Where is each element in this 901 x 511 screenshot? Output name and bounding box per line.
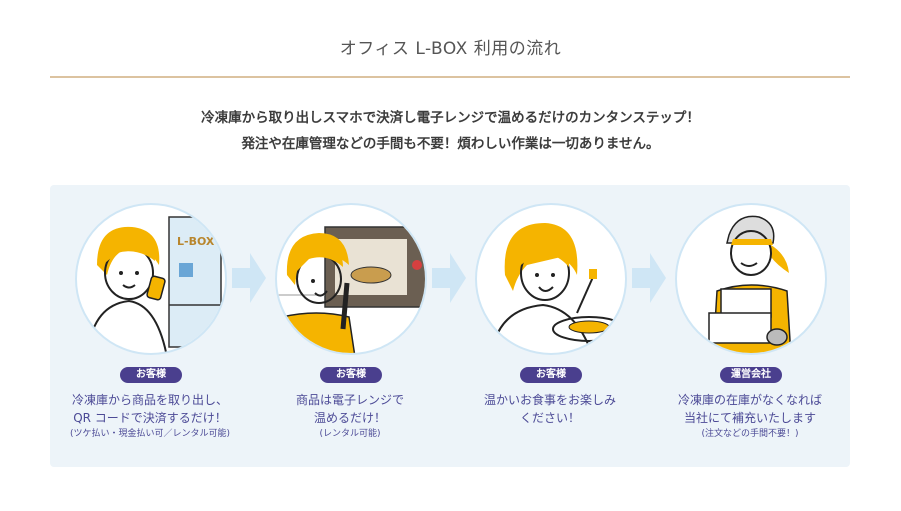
step-text-line-2: QR コードで決済するだけ！ bbox=[73, 411, 227, 425]
illustration-eating bbox=[475, 203, 627, 355]
role-badge: お客様 bbox=[120, 367, 182, 383]
flow-step-4: 運営会社 冷凍庫の在庫がなくなれば 当社にて補充いたします (注文などの手間不要… bbox=[650, 185, 850, 467]
lead-text: 冷凍庫から取り出しスマホで決済し電子レンジで温めるだけのカンタンステップ！ 発注… bbox=[0, 105, 901, 157]
step-description: 冷凍庫の在庫がなくなれば 当社にて補充いたします (注文などの手間不要！) bbox=[650, 391, 850, 441]
step-text-line-1: 冷凍庫から商品を取り出し、 bbox=[71, 393, 228, 407]
step-text-line-1: 冷凍庫の在庫がなくなれば bbox=[677, 393, 822, 407]
role-badge: お客様 bbox=[520, 367, 582, 383]
role-badge: お客様 bbox=[320, 367, 382, 383]
arrow-right-icon bbox=[432, 253, 466, 303]
flow-step-2: お客様 商品は電子レンジで 温めるだけ！ (レンタル可能) bbox=[250, 185, 450, 467]
step-description: 冷凍庫から商品を取り出し、 QR コードで決済するだけ！ (ツケ払い・現金払い可… bbox=[50, 391, 250, 441]
flow-step-1: L-BOX お客様 冷凍庫から商品を取り出し、 QR コードで決済するだけ！ (… bbox=[50, 185, 250, 467]
flow-panel: L-BOX お客様 冷凍庫から商品を取り出し、 QR コードで決済するだけ！ (… bbox=[50, 185, 850, 467]
flow-step-3: お客様 温かいお食事をお楽しみ ください！ bbox=[450, 185, 650, 467]
illustration-staff-boxes bbox=[675, 203, 827, 355]
arrow-right-icon bbox=[232, 253, 266, 303]
lead-line-2: 発注や在庫管理などの手間も不要！煩わしい作業は一切ありません。 bbox=[241, 136, 660, 152]
title-divider bbox=[50, 76, 850, 78]
page-title: オフィス L-BOX 利用の流れ bbox=[339, 39, 562, 59]
svg-text:L-BOX: L-BOX bbox=[177, 235, 215, 248]
illustration-freezer-payment: L-BOX bbox=[75, 203, 227, 355]
step-text-line-1: 温かいお食事をお楽しみ bbox=[483, 393, 616, 407]
step-note: (レンタル可能) bbox=[319, 429, 381, 439]
step-text-line-1: 商品は電子レンジで bbox=[295, 393, 404, 407]
step-description: 商品は電子レンジで 温めるだけ！ (レンタル可能) bbox=[250, 391, 450, 441]
role-badge: 運営会社 bbox=[720, 367, 782, 383]
arrow-right-icon bbox=[632, 253, 666, 303]
step-note: (注文などの手間不要！) bbox=[701, 429, 799, 439]
step-text-line-2: ください！ bbox=[519, 411, 580, 425]
lead-line-1: 冷凍庫から取り出しスマホで決済し電子レンジで温めるだけのカンタンステップ！ bbox=[201, 110, 700, 126]
step-description: 温かいお食事をお楽しみ ください！ bbox=[450, 391, 650, 427]
step-text-line-2: 当社にて補充いたします bbox=[683, 411, 816, 425]
step-text-line-2: 温めるだけ！ bbox=[313, 411, 386, 425]
illustration-microwave bbox=[275, 203, 427, 355]
step-note: (ツケ払い・現金払い可／レンタル可能) bbox=[69, 429, 231, 439]
